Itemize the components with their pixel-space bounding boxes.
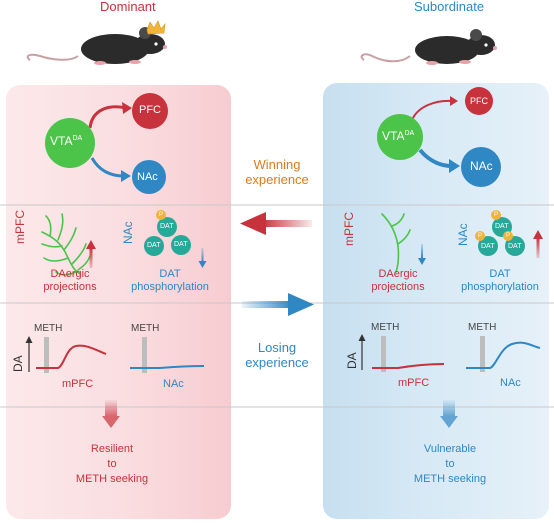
subordinate-dat-label-3: DAT [508, 243, 522, 250]
dominant-vta-nac-arrow [90, 157, 125, 178]
subordinate-vta-node [377, 114, 423, 160]
subordinate-meth-label-nac: METH [468, 322, 497, 333]
subordinate-phospho-up-arrow-icon [533, 230, 543, 258]
dominant-vta-label: VTADA [50, 134, 83, 148]
dominant-da-axis-label: DA [11, 355, 25, 372]
dominant-nac-node [132, 160, 166, 194]
dominant-meth-bar-mpfc [44, 337, 49, 373]
dominant-mouse-icon [26, 20, 167, 65]
dominant-mpfc-trace [36, 344, 107, 369]
subordinate-pfc-node [465, 87, 493, 115]
subordinate-dat-molecules-icon [475, 210, 525, 256]
dominant-nac-trace [130, 365, 205, 369]
dominant-dat-label-1: DAT [160, 223, 174, 230]
dominant-dat-molecules-icon [144, 210, 191, 256]
dominant-p-label: P [159, 212, 164, 218]
subordinate-meth-bar-mpfc [381, 336, 386, 372]
subordinate-mpfc-trace [372, 363, 445, 369]
dominant-dat-label-3: DAT [174, 241, 188, 248]
dominant-trace-nac-label: NAc [163, 378, 184, 390]
losing-arrow-icon [242, 293, 314, 316]
subordinate-outcome-arrow-icon [440, 400, 458, 428]
subordinate-vta-nac-arrow [418, 148, 453, 168]
subordinate-da-axis-label: DA [345, 352, 359, 369]
winning-arrow-icon [240, 212, 312, 235]
dominant-trace-mpfc-label: mPFC [62, 378, 94, 390]
subordinate-nac-trace [466, 341, 541, 369]
subordinate-vta-pfc-arrow [411, 99, 453, 121]
subordinate-dopaminergic-projections-icon [381, 213, 411, 273]
subordinate-vta-label: VTADA [382, 129, 415, 143]
dominant-vta-node [45, 118, 95, 168]
subordinate-pfc-label: PFC [470, 96, 488, 106]
dominant-dat-label-2: DAT [147, 242, 161, 249]
subordinate-dat-label-1: DAT [495, 223, 509, 230]
dominant-dopaminergic-projections-icon [41, 213, 91, 276]
dominant-mpfc-label: mPFC [13, 210, 27, 244]
dominant-meth-label-nac: METH [131, 323, 160, 334]
dominant-phospho-down-arrow-icon [198, 248, 207, 268]
subordinate-trace-nac-label: NAc [500, 377, 521, 389]
subordinate-nac-region-label: NAc [456, 223, 470, 246]
dominant-nac-label: NAc [137, 171, 158, 183]
subordinate-nac-label: NAc [470, 159, 493, 173]
dominant-meth-label-mpfc: METH [34, 323, 63, 334]
subordinate-projections-down-arrow-icon [418, 244, 426, 265]
dominant-title: Dominant [100, 0, 156, 14]
dominant-outcome-arrow-icon [102, 400, 120, 428]
subordinate-mpfc-label: mPFC [342, 212, 356, 246]
dominant-da-axis [25, 336, 33, 372]
dominant-nac-region-label: NAc [121, 221, 135, 244]
subordinate-p-label-2: P [478, 233, 483, 239]
dominant-pfc-label: PFC [139, 104, 161, 116]
dominant-panel [6, 85, 231, 519]
dominant-meth-bar-nac [142, 337, 147, 373]
dominant-vta-pfc-arrow [88, 105, 127, 129]
subordinate-p-label-3: P [506, 233, 511, 239]
subordinate-meth-bar-nac [480, 336, 485, 372]
subordinate-trace-mpfc-label: mPFC [398, 377, 430, 389]
subordinate-nac-node [461, 147, 501, 187]
subordinate-mouse-icon [360, 29, 497, 65]
subordinate-panel [323, 83, 549, 519]
dominant-projections-up-arrow-icon [86, 240, 96, 268]
subordinate-p-label-1: P [494, 212, 499, 218]
subordinate-dat-label-2: DAT [481, 243, 495, 250]
subordinate-meth-label-mpfc: METH [371, 322, 400, 333]
dominant-pfc-node [132, 93, 168, 129]
subordinate-da-axis [358, 334, 366, 370]
subordinate-title: Subordinate [414, 0, 485, 14]
